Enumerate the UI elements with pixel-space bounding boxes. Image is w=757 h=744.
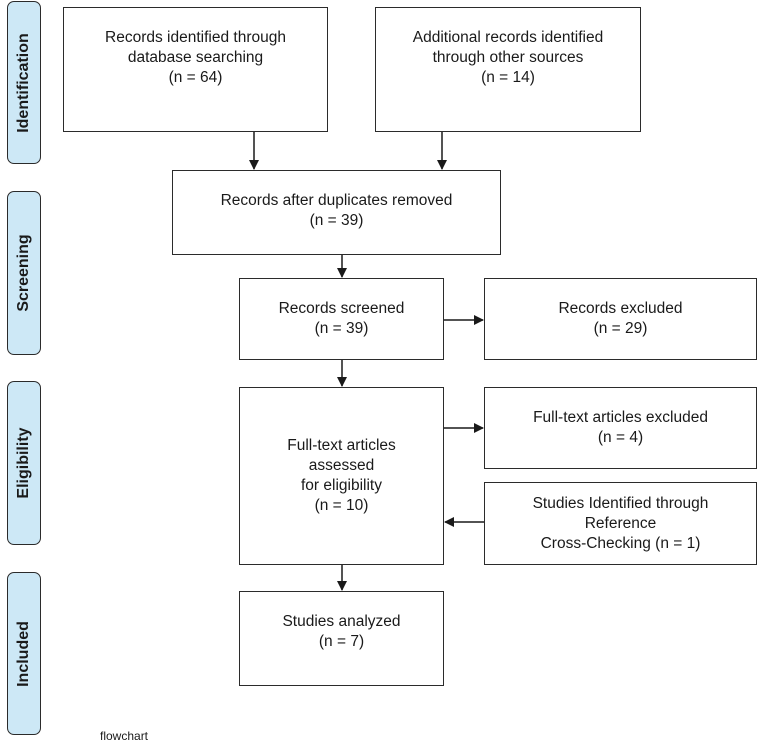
box-cross-checking-line2: Reference [584, 514, 657, 532]
box-other-sources-count: (n = 14) [481, 69, 535, 86]
box-records-excluded-count: (n = 29) [593, 320, 648, 337]
box-fulltext-assessed: Full-text articles assessed for eligibil… [239, 387, 444, 565]
box-records-screened-count: (n = 39) [314, 320, 369, 337]
phase-identification: Identification [7, 1, 41, 164]
box-after-duplicates: Records after duplicates removed (n = 39… [172, 170, 501, 255]
box-database-count: (n = 64) [168, 69, 223, 86]
box-fulltext-assessed-line2: assessed [308, 457, 375, 474]
box-fulltext-assessed-line1: Full-text articles [287, 437, 396, 454]
box-after-duplicates-line1: Records after duplicates removed [220, 192, 453, 209]
box-records-screened-line1: Records screened [278, 300, 405, 317]
phase-eligibility: Eligibility [7, 381, 41, 545]
box-database-searching: Records identified through database sear… [63, 7, 328, 132]
box-database-line1: Records identified through [105, 29, 286, 46]
box-cross-checking-line1: Studies Identified through [532, 494, 709, 512]
box-cross-checking-line3: Cross-Checking (n = 1) [540, 534, 701, 552]
box-studies-analyzed: Studies analyzed (n = 7) [239, 591, 444, 686]
box-studies-analyzed-line1: Studies analyzed [282, 613, 401, 630]
box-fulltext-excluded: Full-text articles excluded (n = 4) [484, 387, 757, 469]
phase-included: Included [7, 572, 41, 735]
box-cross-checking: Studies Identified through Reference Cro… [484, 482, 757, 565]
box-fulltext-excluded-line1: Full-text articles excluded [533, 409, 708, 426]
box-after-duplicates-count: (n = 39) [309, 212, 364, 229]
box-studies-analyzed-count: (n = 7) [318, 633, 365, 650]
box-fulltext-excluded-count: (n = 4) [597, 429, 644, 446]
caption-fragment: flowchart [100, 729, 149, 743]
box-other-sources-line1: Additional records identified [412, 29, 604, 46]
box-fulltext-assessed-line3: for eligibility [301, 477, 382, 494]
box-records-excluded-line1: Records excluded [558, 300, 683, 317]
phase-screening: Screening [7, 191, 41, 355]
box-database-line2: database searching [127, 49, 264, 66]
box-records-screened: Records screened (n = 39) [239, 278, 444, 360]
box-other-sources: Additional records identified through ot… [375, 7, 641, 132]
box-fulltext-assessed-count: (n = 10) [314, 497, 369, 514]
box-records-excluded: Records excluded (n = 29) [484, 278, 757, 360]
box-other-sources-line2: through other sources [432, 49, 584, 66]
